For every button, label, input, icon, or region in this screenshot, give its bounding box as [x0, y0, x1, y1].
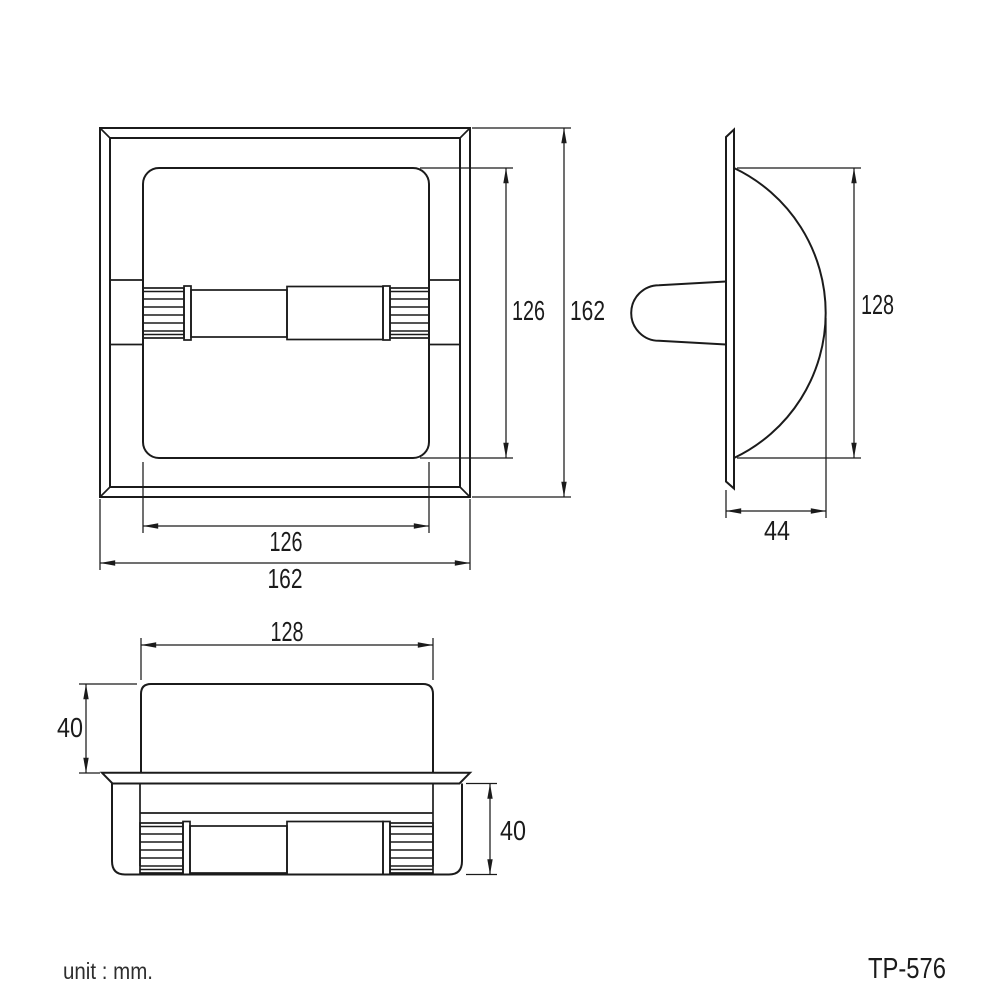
dim-label-front-depth: 40 [500, 815, 526, 846]
front-recess-opening [142, 167, 430, 459]
front-outer-frame [99, 127, 471, 498]
front-view: 126 162 126 162 [99, 127, 605, 594]
front-roller [142, 285, 430, 341]
dim-label-opening-height: 128 [861, 289, 894, 320]
flange-section [99, 771, 473, 785]
knurling-lines [143, 290, 184, 336]
corner-miter-line [99, 127, 111, 139]
knurling-lines [390, 290, 429, 336]
roller-spindle [190, 289, 288, 338]
roller-ring [382, 285, 391, 341]
roller-ring [382, 820, 391, 876]
dim-label-inner-width: 126 [270, 526, 303, 557]
roller-sleeve [286, 285, 384, 341]
corner-miter-line [459, 486, 471, 498]
corner-miter-line [459, 127, 471, 139]
dim-label-recess-depth: 40 [57, 712, 83, 743]
side-flange-plate [725, 127, 735, 491]
front-inner-frame [109, 137, 461, 488]
roller-ring [182, 820, 191, 876]
top-view: 128 40 40 [57, 616, 526, 876]
dim-label-depth: 44 [764, 515, 790, 546]
front-dimensions: 126 162 126 162 [99, 127, 605, 594]
dim-label-inner-height: 126 [512, 295, 545, 326]
roller-knurled-cap [389, 287, 430, 339]
side-roller-knob [630, 280, 727, 346]
unit-note: unit : mm. [63, 958, 153, 984]
knurling-lines [390, 825, 433, 871]
dim-label-recess-width: 128 [271, 616, 304, 647]
roller-sleeve [286, 820, 384, 876]
dim-label-outer-width: 162 [268, 563, 303, 594]
roller-knurled-cap [389, 822, 434, 874]
corner-miter-line [99, 486, 111, 498]
side-recess-bowl-curve [733, 167, 827, 459]
roller-ring [183, 285, 192, 341]
side-dimensions: 128 44 [725, 167, 894, 546]
knurling-lines [140, 825, 183, 871]
roller-spindle [189, 825, 288, 874]
dim-label-outer-height: 162 [570, 295, 605, 326]
top-roller [139, 820, 434, 876]
model-code: TP-576 [868, 953, 946, 985]
recess-box-outline [140, 683, 434, 773]
top-dimensions: 128 40 40 [57, 616, 526, 876]
side-view: 128 44 [630, 127, 894, 546]
